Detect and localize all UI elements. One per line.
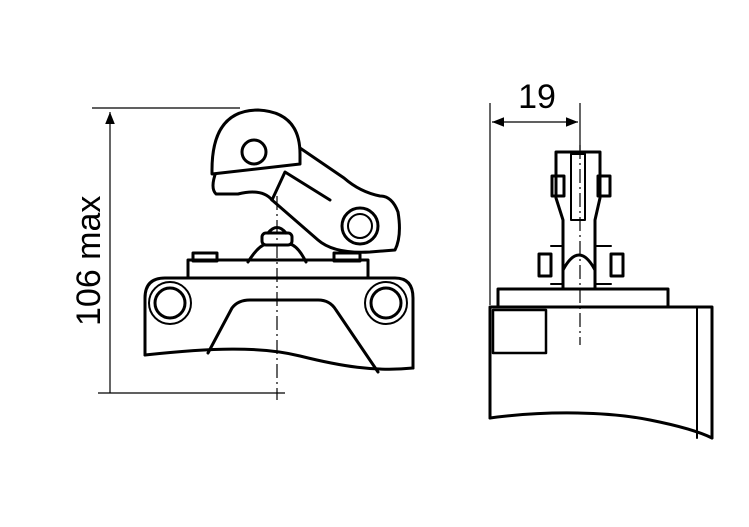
switch-body-side: [488, 305, 714, 440]
side-plunger-head: [561, 253, 597, 291]
lever-pivot-inner: [347, 213, 373, 239]
lever-joint: [270, 170, 332, 202]
mounting-hole-left-rim: [148, 281, 192, 325]
mounting-hole-left: [153, 286, 187, 320]
side-view: 19: [488, 78, 714, 440]
side-housing: [554, 150, 602, 291]
side-mount-block: [491, 308, 548, 355]
height-dimension: 106 max: [70, 107, 285, 394]
lug-upper-left: [550, 174, 566, 198]
lug-lower-left: [537, 252, 553, 278]
top-plate: [186, 258, 370, 280]
side-wavy-break: [488, 411, 714, 440]
plate-tab-left: [191, 251, 219, 263]
plate-tab-right: [332, 251, 362, 263]
width-dimension: 19: [489, 78, 581, 305]
lug-lower-right: [609, 252, 625, 278]
side-slot: [570, 153, 586, 221]
width-label: 19: [518, 78, 556, 116]
height-label: 106 max: [70, 196, 108, 326]
switch-body-front: [143, 276, 415, 370]
roller-axle: [240, 138, 268, 166]
side-top-plate: [496, 287, 670, 309]
front-view: 106 max: [70, 107, 415, 400]
mounting-hole-right-rim: [364, 281, 408, 325]
body-cavity: [206, 298, 380, 374]
lug-upper-right: [596, 174, 612, 198]
mounting-hole-right: [369, 286, 403, 320]
lug-connectors: [550, 245, 612, 285]
